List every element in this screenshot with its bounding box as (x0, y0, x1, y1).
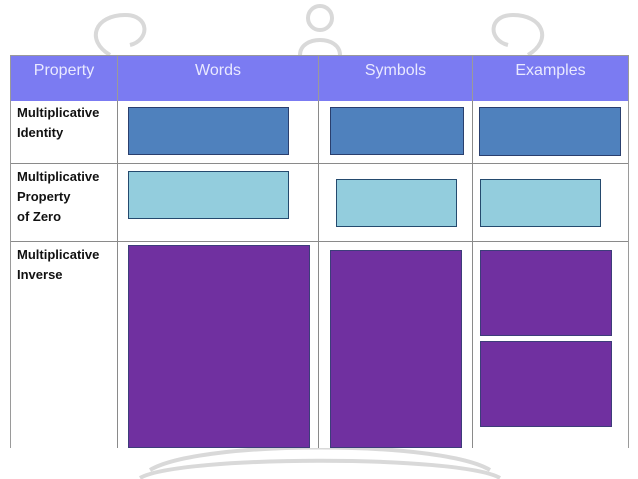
header-examples: Examples (473, 56, 628, 101)
inverse-examples-box-2 (480, 341, 612, 427)
identity-words-box (128, 107, 289, 155)
row-label-property-of-zero: Multiplicative Property of Zero (17, 169, 100, 224)
inverse-symbols-box (330, 250, 462, 448)
zero-symbols-box (336, 179, 457, 227)
header-words: Words (118, 56, 319, 101)
column-divider (472, 101, 473, 448)
row-label-inverse: Multiplicative Inverse (17, 247, 100, 282)
column-divider (117, 101, 118, 448)
zero-examples-box (480, 179, 601, 227)
row-divider (11, 241, 628, 242)
identity-examples-box (479, 107, 621, 156)
header-property: Property (11, 56, 118, 101)
identity-symbols-box (330, 107, 464, 155)
row-divider (11, 163, 628, 164)
header-symbols: Symbols (319, 56, 473, 101)
inverse-words-box (128, 245, 310, 448)
row-label-identity: Multiplicative Identity (17, 105, 100, 140)
column-divider (318, 101, 319, 448)
inverse-examples-box-1 (480, 250, 612, 336)
zero-words-box (128, 171, 289, 219)
properties-table: Property Words Symbols Examples Multipli… (10, 55, 629, 448)
